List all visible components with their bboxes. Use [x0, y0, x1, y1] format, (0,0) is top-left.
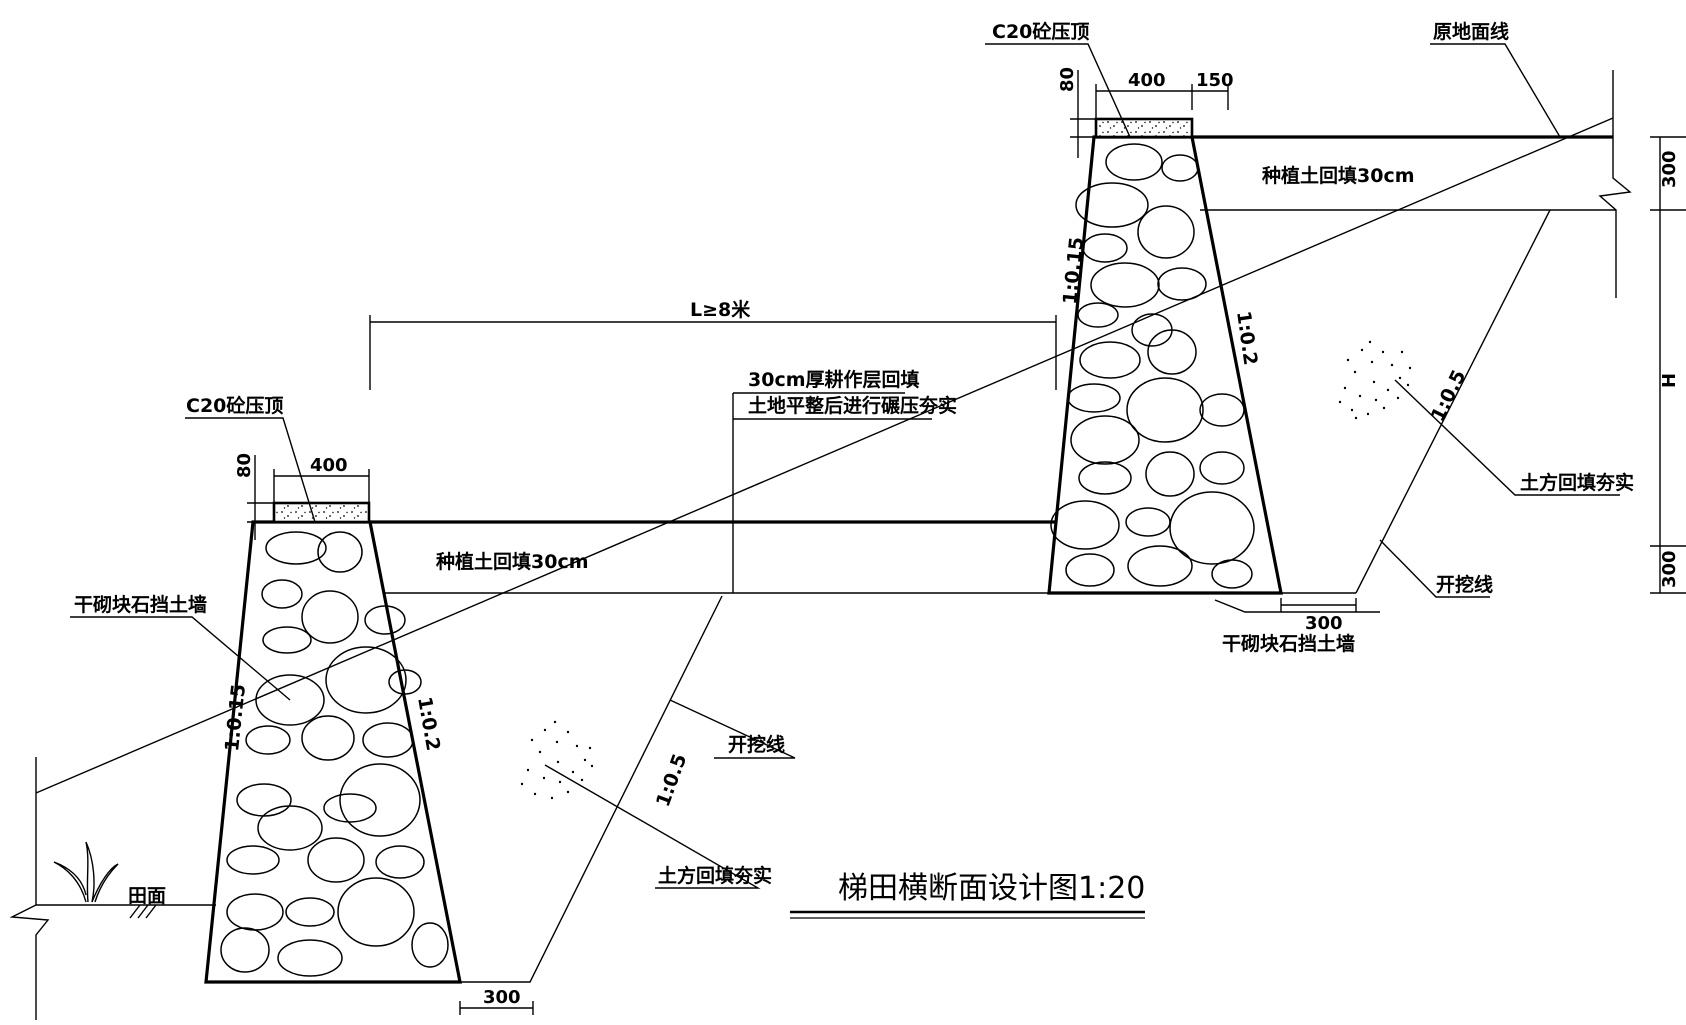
slope-lower-cut: 1:0.5 [652, 751, 691, 810]
dim-upper-right-300-top: 300 [1659, 150, 1680, 188]
plant-icon [53, 841, 157, 919]
lower-excavation-line [460, 595, 723, 983]
dim-upper-toe: 300 [1305, 613, 1343, 634]
slope-lower-right: 1:0.2 [413, 695, 444, 752]
label-excavation-upper: 开挖线 [1436, 573, 1493, 596]
dim-upper-cap-offset: 150 [1196, 70, 1234, 91]
slope-upper-cut: 1:0.5 [1427, 367, 1471, 426]
lower-wall-stones [220, 531, 449, 977]
leader-lines [70, 43, 1620, 889]
label-excavation-lower: 开挖线 [728, 733, 785, 756]
dim-lower-toe: 300 [483, 987, 521, 1008]
label-original-ground: 原地面线 [1433, 20, 1509, 43]
dim-upper-cap-height: 80 [1057, 67, 1078, 92]
upper-excavation-line [1355, 209, 1551, 594]
label-length: L≥8米 [690, 298, 751, 321]
label-backfill-lower: 土方回填夯实 [658, 864, 772, 887]
dimension-lines [247, 70, 1686, 1015]
label-planting-lower: 种植土回填30cm [435, 550, 589, 573]
label-wall-lower: 干砌块石挡土墙 [74, 593, 207, 616]
drawing-title: 梯田横断面设计图1:20 [838, 871, 1145, 906]
shrub-lower [520, 720, 594, 800]
label-wall-upper: 干砌块石挡土墙 [1222, 632, 1355, 655]
lower-concrete-cap [272, 501, 371, 524]
label-cap-lower: C20砼压顶 [186, 394, 283, 417]
dim-lower-cap-width: 400 [310, 455, 348, 476]
upper-wall-stones [1050, 143, 1255, 589]
label-planting-upper: 种植土回填30cm [1261, 164, 1415, 187]
label-field: 田面 [128, 885, 166, 907]
lower-retaining-wall [204, 501, 462, 984]
label-tillage-1: 30cm厚耕作层回填 [748, 368, 920, 391]
label-cap-upper: C20砼压顶 [992, 20, 1089, 43]
ground-lines [9, 70, 1632, 1020]
upper-retaining-wall [1047, 117, 1283, 595]
drawing-title-block: 梯田横断面设计图1:20 [790, 871, 1145, 919]
label-tillage-2: 土地平整后进行碾压夯实 [748, 394, 957, 417]
dim-upper-right-h: H [1659, 373, 1680, 388]
dimension-texts: 400 150 80 300 H 300 300 400 80 300 [234, 67, 1680, 1008]
dim-upper-right-300-bottom: 300 [1659, 550, 1680, 588]
shrub-upper [1338, 340, 1412, 420]
label-backfill-upper: 土方回填夯实 [1520, 471, 1634, 494]
dim-upper-cap-width: 400 [1128, 70, 1166, 91]
original-ground-line [35, 117, 1614, 794]
upper-concrete-cap [1094, 117, 1194, 139]
dim-lower-cap-height: 80 [234, 453, 255, 478]
annotations: C20砼压顶 原地面线 种植土回填30cm L≥8米 30cm厚耕作层回填 土地… [74, 20, 1634, 907]
